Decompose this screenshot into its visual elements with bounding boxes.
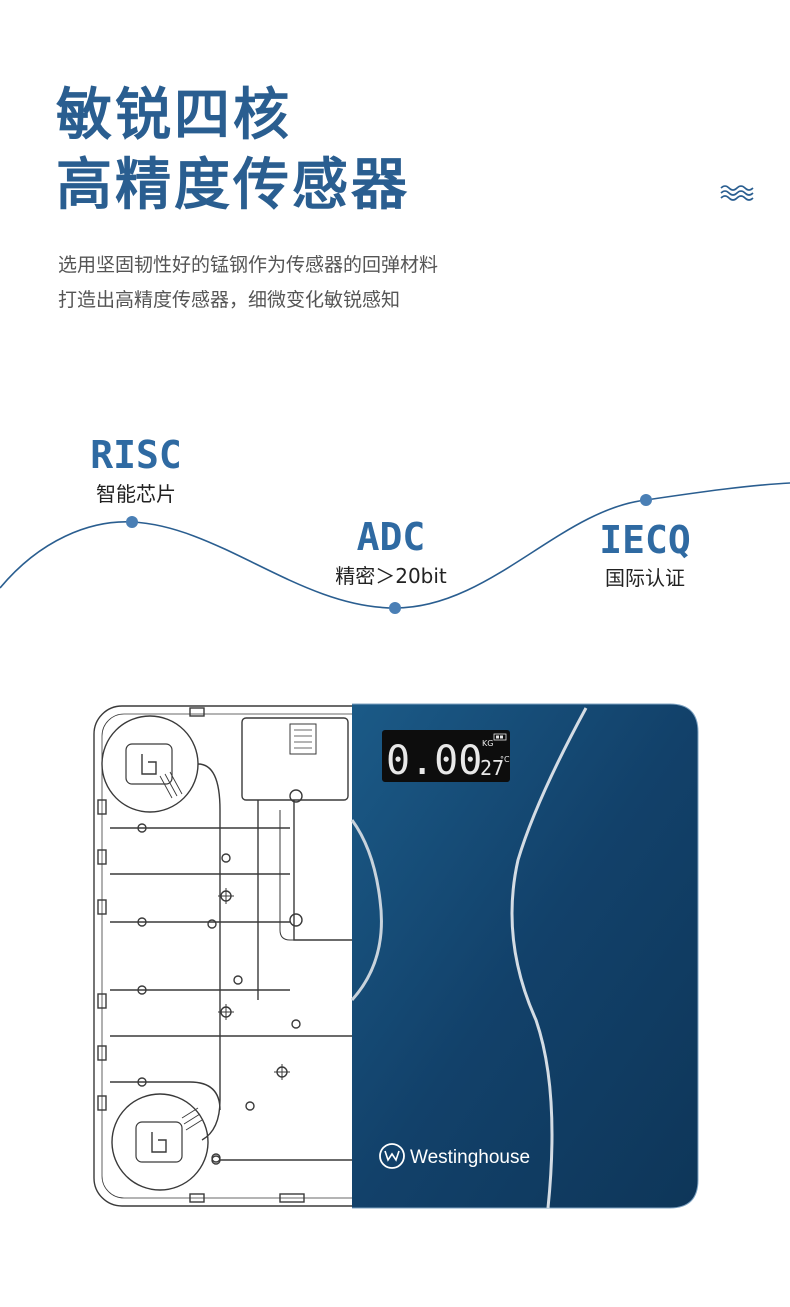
feature-dot-adc [389,602,401,614]
heading-line-1: 敏锐四核 [56,83,292,148]
westinghouse-logo-icon [379,1143,405,1169]
battery-icon [493,733,507,741]
feature-iecq-name: IECQ [599,518,691,562]
brand-name: Westinghouse [410,1147,530,1168]
feature-adc-name: ADC [356,515,426,559]
brand-logo: Westinghouse [379,1143,530,1169]
feature-risc-name: RISC [90,433,182,477]
feature-dot-iecq [640,494,652,506]
description-line-1: 选用坚固韧性好的锰钢作为传感器的回弹材料 [58,254,439,276]
description-line-2: 打造出高精度传感器，细微变化敏锐感知 [58,289,401,311]
display-temperature: 27 [480,756,504,780]
scale-illustration: 0.00 KG 27 °C Westinghouse [93,703,699,1209]
feature-dot-risc [126,516,138,528]
scale-lcd-display: 0.00 KG 27 °C [382,730,510,784]
heading-line-2: 高精度传感器 [56,153,410,218]
feature-curve [0,482,790,614]
display-temp-unit: °C [500,755,510,764]
feature-iecq-caption: 国际认证 [605,566,685,590]
feature-adc-caption: 精密＞20bit [335,564,447,588]
display-weight: 0.00 [386,738,482,784]
scale-internal-structure [93,705,352,1207]
scale-glass-top [350,703,699,1209]
wave-lines-icon [720,185,754,201]
display-unit: KG [482,739,493,748]
feature-risc-caption: 智能芯片 [96,482,176,506]
